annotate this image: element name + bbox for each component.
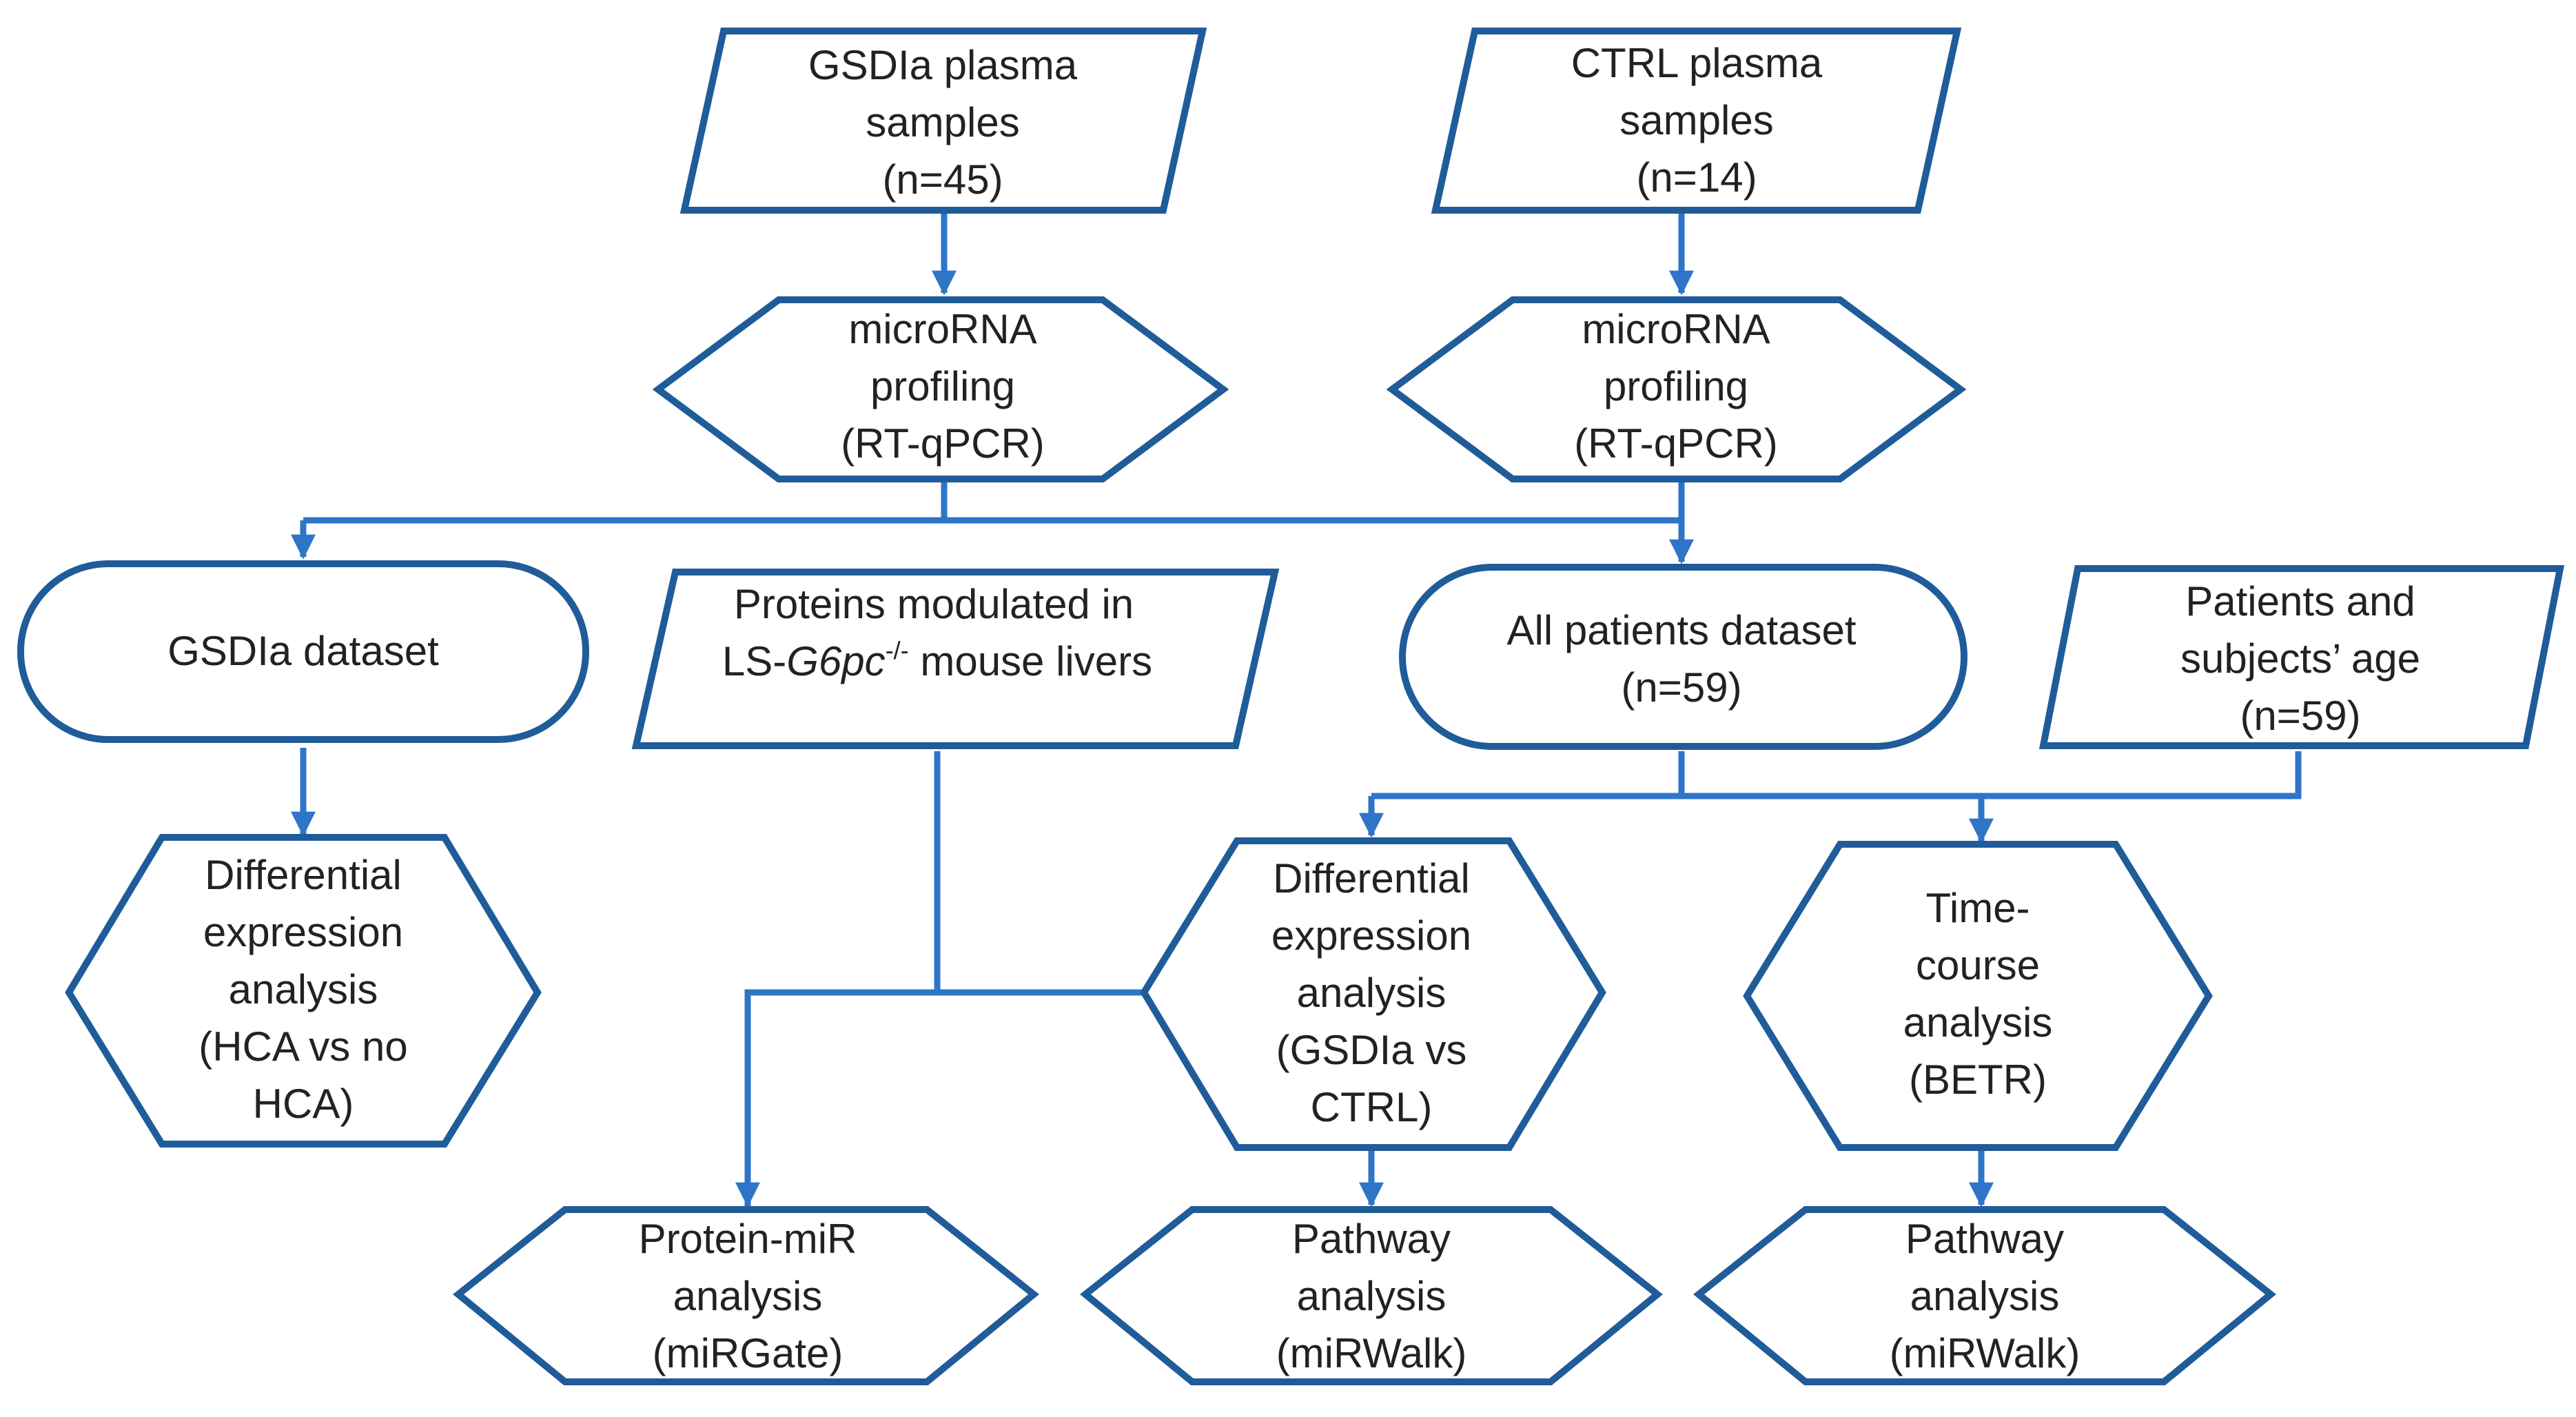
node-profiling-gsdia: microRNA profiling (RT-qPCR) bbox=[652, 296, 1229, 482]
patients-age-line-1: Patients and bbox=[2185, 578, 2415, 624]
ctrl-samples-line-1: CTRL plasma bbox=[1571, 40, 1823, 86]
ctrl-samples-line-2: samples bbox=[1619, 97, 1773, 143]
time-course-line-2: course bbox=[1916, 942, 2040, 988]
node-gsdia-samples: GSDIa plasma samples (n=45) bbox=[679, 28, 1207, 214]
connector-proteins-to-branch bbox=[744, 751, 941, 1206]
diff-expr-hca-line-5: HCA) bbox=[253, 1081, 354, 1127]
profiling-gsdia-line-3: (RT-qPCR) bbox=[841, 420, 1045, 467]
pathway-2-line-2: analysis bbox=[1910, 1273, 2060, 1319]
pathway-1-line-1: Pathway bbox=[1292, 1216, 1451, 1262]
node-pathway-2: Pathway analysis (miRWalk) bbox=[1693, 1206, 2276, 1385]
diff-expr-hca-line-2: expression bbox=[203, 909, 403, 955]
node-all-patients-dataset: All patients dataset (n=59) bbox=[1399, 564, 1967, 750]
pathway-2-line-3: (miRWalk) bbox=[1890, 1330, 2081, 1376]
time-course-line-1: Time- bbox=[1925, 885, 2030, 931]
diff-expr-ctrl-line-1: Differential bbox=[1273, 855, 1470, 901]
profiling-ctrl-line-2: profiling bbox=[1604, 363, 1748, 409]
node-gsdia-dataset: GSDIa dataset bbox=[17, 560, 589, 743]
pathway-1-line-3: (miRWalk) bbox=[1276, 1330, 1467, 1376]
node-patients-age: Patients and subjects’ age (n=59) bbox=[2038, 565, 2565, 749]
gsdia-samples-line-1: GSDIa plasma bbox=[808, 42, 1078, 88]
node-proteins-modulated: Proteins modulated in LS-G6pc-/- mouse l… bbox=[631, 569, 1280, 749]
node-ctrl-samples: CTRL plasma samples (n=14) bbox=[1431, 28, 1962, 214]
diff-expr-ctrl-line-4: (GSDIa vs bbox=[1276, 1027, 1467, 1073]
diff-expr-hca-line-4: (HCA vs no bbox=[198, 1023, 407, 1070]
profiling-ctrl-line-3: (RT-qPCR) bbox=[1574, 420, 1778, 467]
protein-mir-line-3: (miRGate) bbox=[653, 1330, 844, 1376]
pathway-2-line-1: Pathway bbox=[1905, 1216, 2064, 1262]
diff-expr-hca-line-3: analysis bbox=[229, 966, 378, 1012]
profiling-ctrl-line-1: microRNA bbox=[1582, 306, 1770, 352]
protein-mir-line-2: analysis bbox=[673, 1273, 823, 1319]
patients-age-line-3: (n=59) bbox=[2240, 693, 2360, 739]
all-patients-line-2: (n=59) bbox=[1621, 664, 1741, 711]
node-pathway-1: Pathway analysis (miRWalk) bbox=[1080, 1206, 1663, 1385]
connectors bbox=[291, 214, 2302, 1207]
profiling-gsdia-line-1: microRNA bbox=[848, 306, 1036, 352]
connector-all-patients-to-analyses bbox=[1371, 751, 1685, 799]
node-diff-expr-gsdia-ctrl: Differential expression analysis (GSDIa … bbox=[1140, 837, 1606, 1151]
diff-expr-ctrl-line-3: analysis bbox=[1297, 970, 1447, 1016]
gsdia-samples-line-2: samples bbox=[866, 99, 1019, 145]
node-time-course: Time- course analysis (BETR) bbox=[1743, 841, 2213, 1151]
patients-age-line-2: subjects’ age bbox=[2180, 635, 2420, 682]
diff-expr-ctrl-line-5: CTRL) bbox=[1311, 1084, 1433, 1130]
connector-all-patients-to-time-course bbox=[1681, 751, 2302, 799]
time-course-line-3: analysis bbox=[1903, 999, 2053, 1046]
ctrl-samples-line-3: (n=14) bbox=[1636, 154, 1757, 201]
all-patients-line-1: All patients dataset bbox=[1507, 607, 1857, 653]
gsdia-dataset-label: GSDIa dataset bbox=[167, 628, 439, 674]
time-course-line-4: (BETR) bbox=[1909, 1057, 2047, 1103]
pathway-1-line-2: analysis bbox=[1297, 1273, 1447, 1319]
proteins-modulated-line-2: LS-G6pc-/- mouse livers bbox=[722, 636, 1152, 684]
gsdia-samples-line-3: (n=45) bbox=[882, 156, 1003, 203]
connector-gsdia-profiling-to-datasets bbox=[303, 479, 948, 524]
diff-expr-ctrl-line-2: expression bbox=[1271, 913, 1471, 959]
diff-expr-hca-line-1: Differential bbox=[205, 852, 402, 898]
node-profiling-ctrl: microRNA profiling (RT-qPCR) bbox=[1386, 296, 1967, 482]
protein-mir-line-1: Protein-miR bbox=[639, 1216, 857, 1262]
node-protein-mir: Protein-miR analysis (miRGate) bbox=[453, 1206, 1039, 1385]
profiling-gsdia-line-2: profiling bbox=[870, 363, 1015, 409]
proteins-modulated-line-1: Proteins modulated in bbox=[734, 581, 1134, 627]
node-diff-expr-hca: Differential expression analysis (HCA vs… bbox=[65, 834, 542, 1148]
